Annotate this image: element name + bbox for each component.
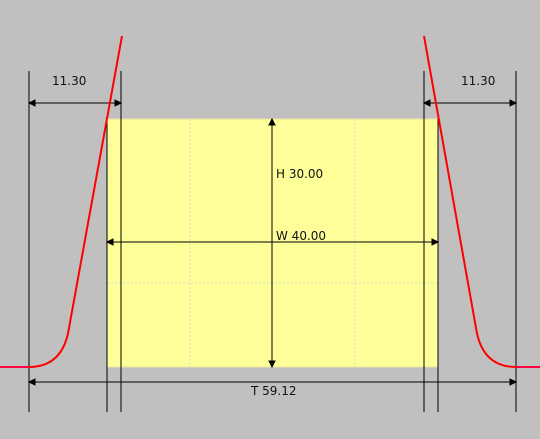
total-label: T 59.12 xyxy=(250,384,297,398)
left-offset-label: 11.30 xyxy=(52,74,86,88)
dimension-lines xyxy=(27,99,518,386)
width-label: W 40.00 xyxy=(276,229,326,243)
height-label: H 30.00 xyxy=(276,167,323,181)
profile-curve xyxy=(28,35,517,368)
right-offset-label: 11.30 xyxy=(461,74,495,88)
